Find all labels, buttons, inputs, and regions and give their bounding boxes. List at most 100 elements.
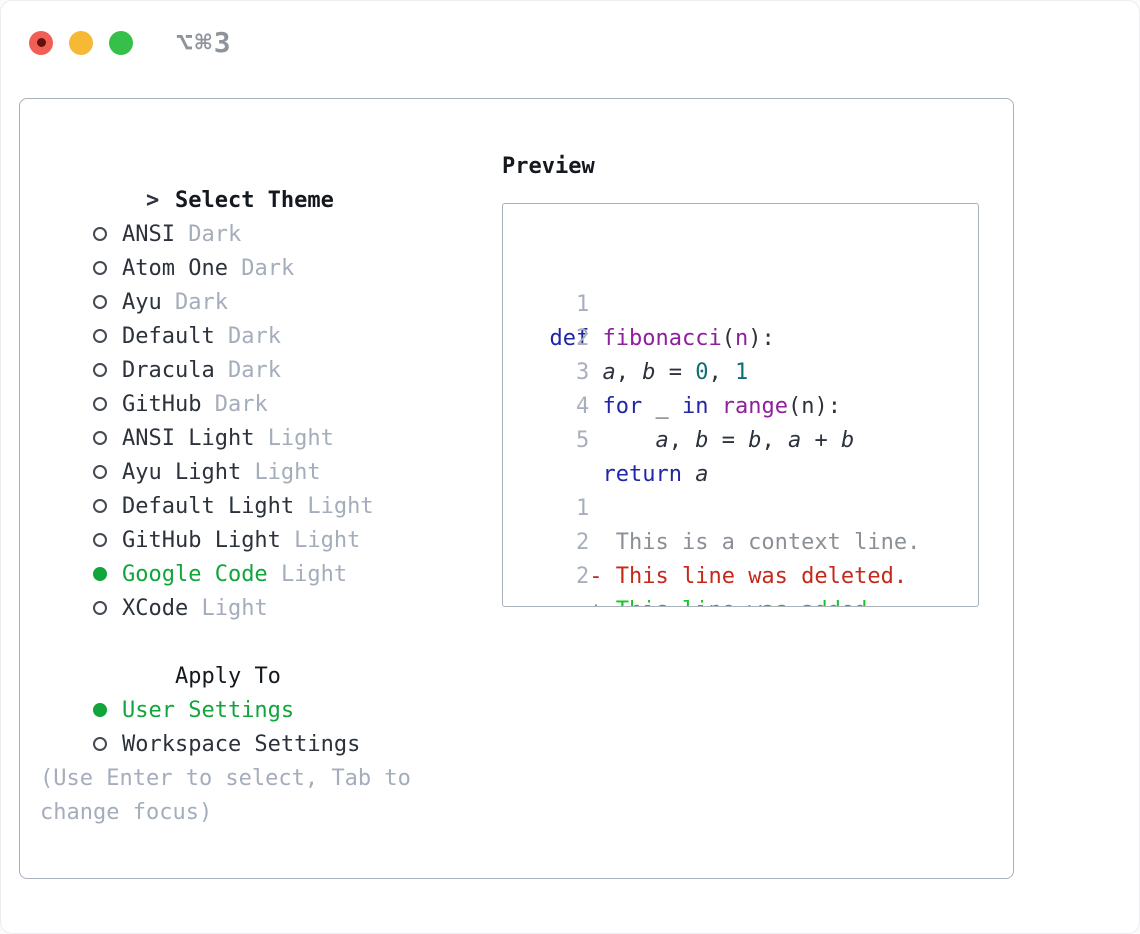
code-token: return <box>602 462 682 487</box>
theme-option[interactable]: Default Light Light <box>40 456 411 519</box>
preview-column: Preview 1 def fibonacci(n): 2 a, b = 0, … <box>502 150 979 607</box>
theme-list-column: > Select Theme ANSI Dark Atom One Dark Ay… <box>40 150 411 830</box>
code-token: a <box>695 462 709 487</box>
radio-icon <box>92 533 107 547</box>
theme-list: ANSI Dark Atom One Dark Ayu Dark Default… <box>40 184 411 621</box>
option-name: XCode <box>121 596 202 621</box>
code-preview: 1 def fibonacci(n): 2 a, b = 0, 1 3 for … <box>523 254 978 487</box>
option-name: GitHub Light <box>121 528 295 553</box>
help-line: change focus) <box>40 800 213 825</box>
apply-option[interactable]: User Settings <box>40 660 411 723</box>
traffic-light-close-button[interactable] <box>29 30 53 55</box>
list-title: Select Theme <box>174 188 334 213</box>
option-name: Google Code <box>121 562 281 587</box>
code-token: This is a context line. <box>549 530 921 555</box>
option-tag: Dark <box>241 256 295 281</box>
preview-line: 2 a, b = 0, 1 <box>523 288 978 385</box>
radio-icon <box>92 601 107 615</box>
preview-box: 1 def fibonacci(n): 2 a, b = 0, 1 3 for … <box>502 203 979 607</box>
option-tag: Light <box>280 562 348 587</box>
radio-icon <box>92 295 107 309</box>
theme-option[interactable]: Ayu Light Light <box>40 422 411 485</box>
option-tag: Dark <box>188 222 242 247</box>
theme-option[interactable]: Dracula Dark <box>40 320 411 383</box>
traffic-light-minimize-button[interactable] <box>69 30 93 55</box>
theme-option[interactable]: ANSI Dark <box>40 184 411 247</box>
code-token: fibonacci <box>602 326 722 351</box>
code-token: b <box>748 428 762 453</box>
theme-option[interactable]: XCode Light <box>40 558 411 621</box>
code-token: a <box>602 360 616 385</box>
code-token: + This line was added. <box>589 598 880 606</box>
radio-icon <box>92 499 107 513</box>
apply-to-list: User Settings Workspace Settings <box>40 660 411 757</box>
code-token: _ <box>642 394 682 419</box>
radio-icon <box>92 703 107 717</box>
theme-option[interactable]: Atom One Dark <box>40 218 411 281</box>
radio-icon <box>92 397 107 411</box>
option-tag: Dark <box>227 324 281 349</box>
line-number: 4 <box>575 394 590 419</box>
line-number: 2 <box>575 564 590 589</box>
theme-option[interactable]: ANSI Light Light <box>40 388 411 451</box>
radio-icon <box>92 431 107 445</box>
apply-option[interactable]: Workspace Settings <box>40 694 411 757</box>
code-token: , <box>668 428 696 453</box>
code-token: ): <box>748 326 775 351</box>
code-token: def <box>549 326 590 351</box>
traffic-light-zoom-button[interactable] <box>109 30 133 55</box>
line-number: 5 <box>575 428 590 453</box>
code-token: (n): <box>787 394 841 419</box>
prompt-icon: > <box>145 188 160 213</box>
preview-line: 1 This is a context line. <box>523 458 978 555</box>
option-tag: Light <box>294 528 361 553</box>
option-name: Default Light <box>121 494 308 519</box>
preview-line: 2 + This line was added. <box>523 526 978 606</box>
line-number: 1 <box>575 292 590 317</box>
option-tag: Light <box>267 426 334 451</box>
theme-option[interactable]: GitHub Light Light <box>40 490 411 553</box>
select-theme-header: > Select Theme <box>40 150 411 213</box>
code-token: for <box>602 394 643 419</box>
preview-line: 5 return a <box>523 390 978 487</box>
theme-option[interactable]: GitHub Dark <box>40 354 411 417</box>
option-tag: Light <box>201 596 268 621</box>
radio-icon <box>92 465 107 479</box>
option-name: Workspace Settings <box>121 732 361 757</box>
code-token: a <box>655 428 669 453</box>
option-name: GitHub <box>121 392 215 417</box>
code-token: b <box>840 428 855 453</box>
option-tag: Dark <box>214 392 268 417</box>
option-name: ANSI Light <box>121 426 268 451</box>
preview-line: 1 def fibonacci(n): <box>523 254 978 351</box>
code-token: range <box>721 394 788 419</box>
window-title-shortcut: ⌥⌘3 <box>176 26 233 59</box>
theme-option[interactable]: Google Code Light <box>40 524 411 587</box>
code-token: , <box>708 360 735 385</box>
preview-title: Preview <box>502 154 595 179</box>
theme-option[interactable]: Default Dark <box>40 286 411 349</box>
option-name: Dracula <box>121 358 228 383</box>
code-token: + <box>801 428 841 453</box>
preview-line: 2 - This line was deleted. <box>523 492 978 589</box>
option-tag: Dark <box>227 358 281 383</box>
option-name: Ayu <box>121 290 175 315</box>
code-token: ( <box>721 326 735 351</box>
line-number: 1 <box>575 496 590 521</box>
line-number: 2 <box>575 326 590 351</box>
code-token: n <box>734 326 749 351</box>
code-token: in <box>681 394 709 419</box>
code-token: = <box>708 428 749 453</box>
option-tag: Light <box>307 494 374 519</box>
code-token <box>682 462 695 487</box>
code-token <box>708 394 721 419</box>
theme-option[interactable]: Ayu Dark <box>40 252 411 315</box>
code-token: , <box>761 428 788 453</box>
code-token <box>550 598 590 606</box>
radio-icon <box>92 329 107 343</box>
option-name: User Settings <box>121 698 295 723</box>
code-token: b <box>642 360 656 385</box>
radio-icon <box>92 737 107 751</box>
code-token: = <box>655 360 696 385</box>
